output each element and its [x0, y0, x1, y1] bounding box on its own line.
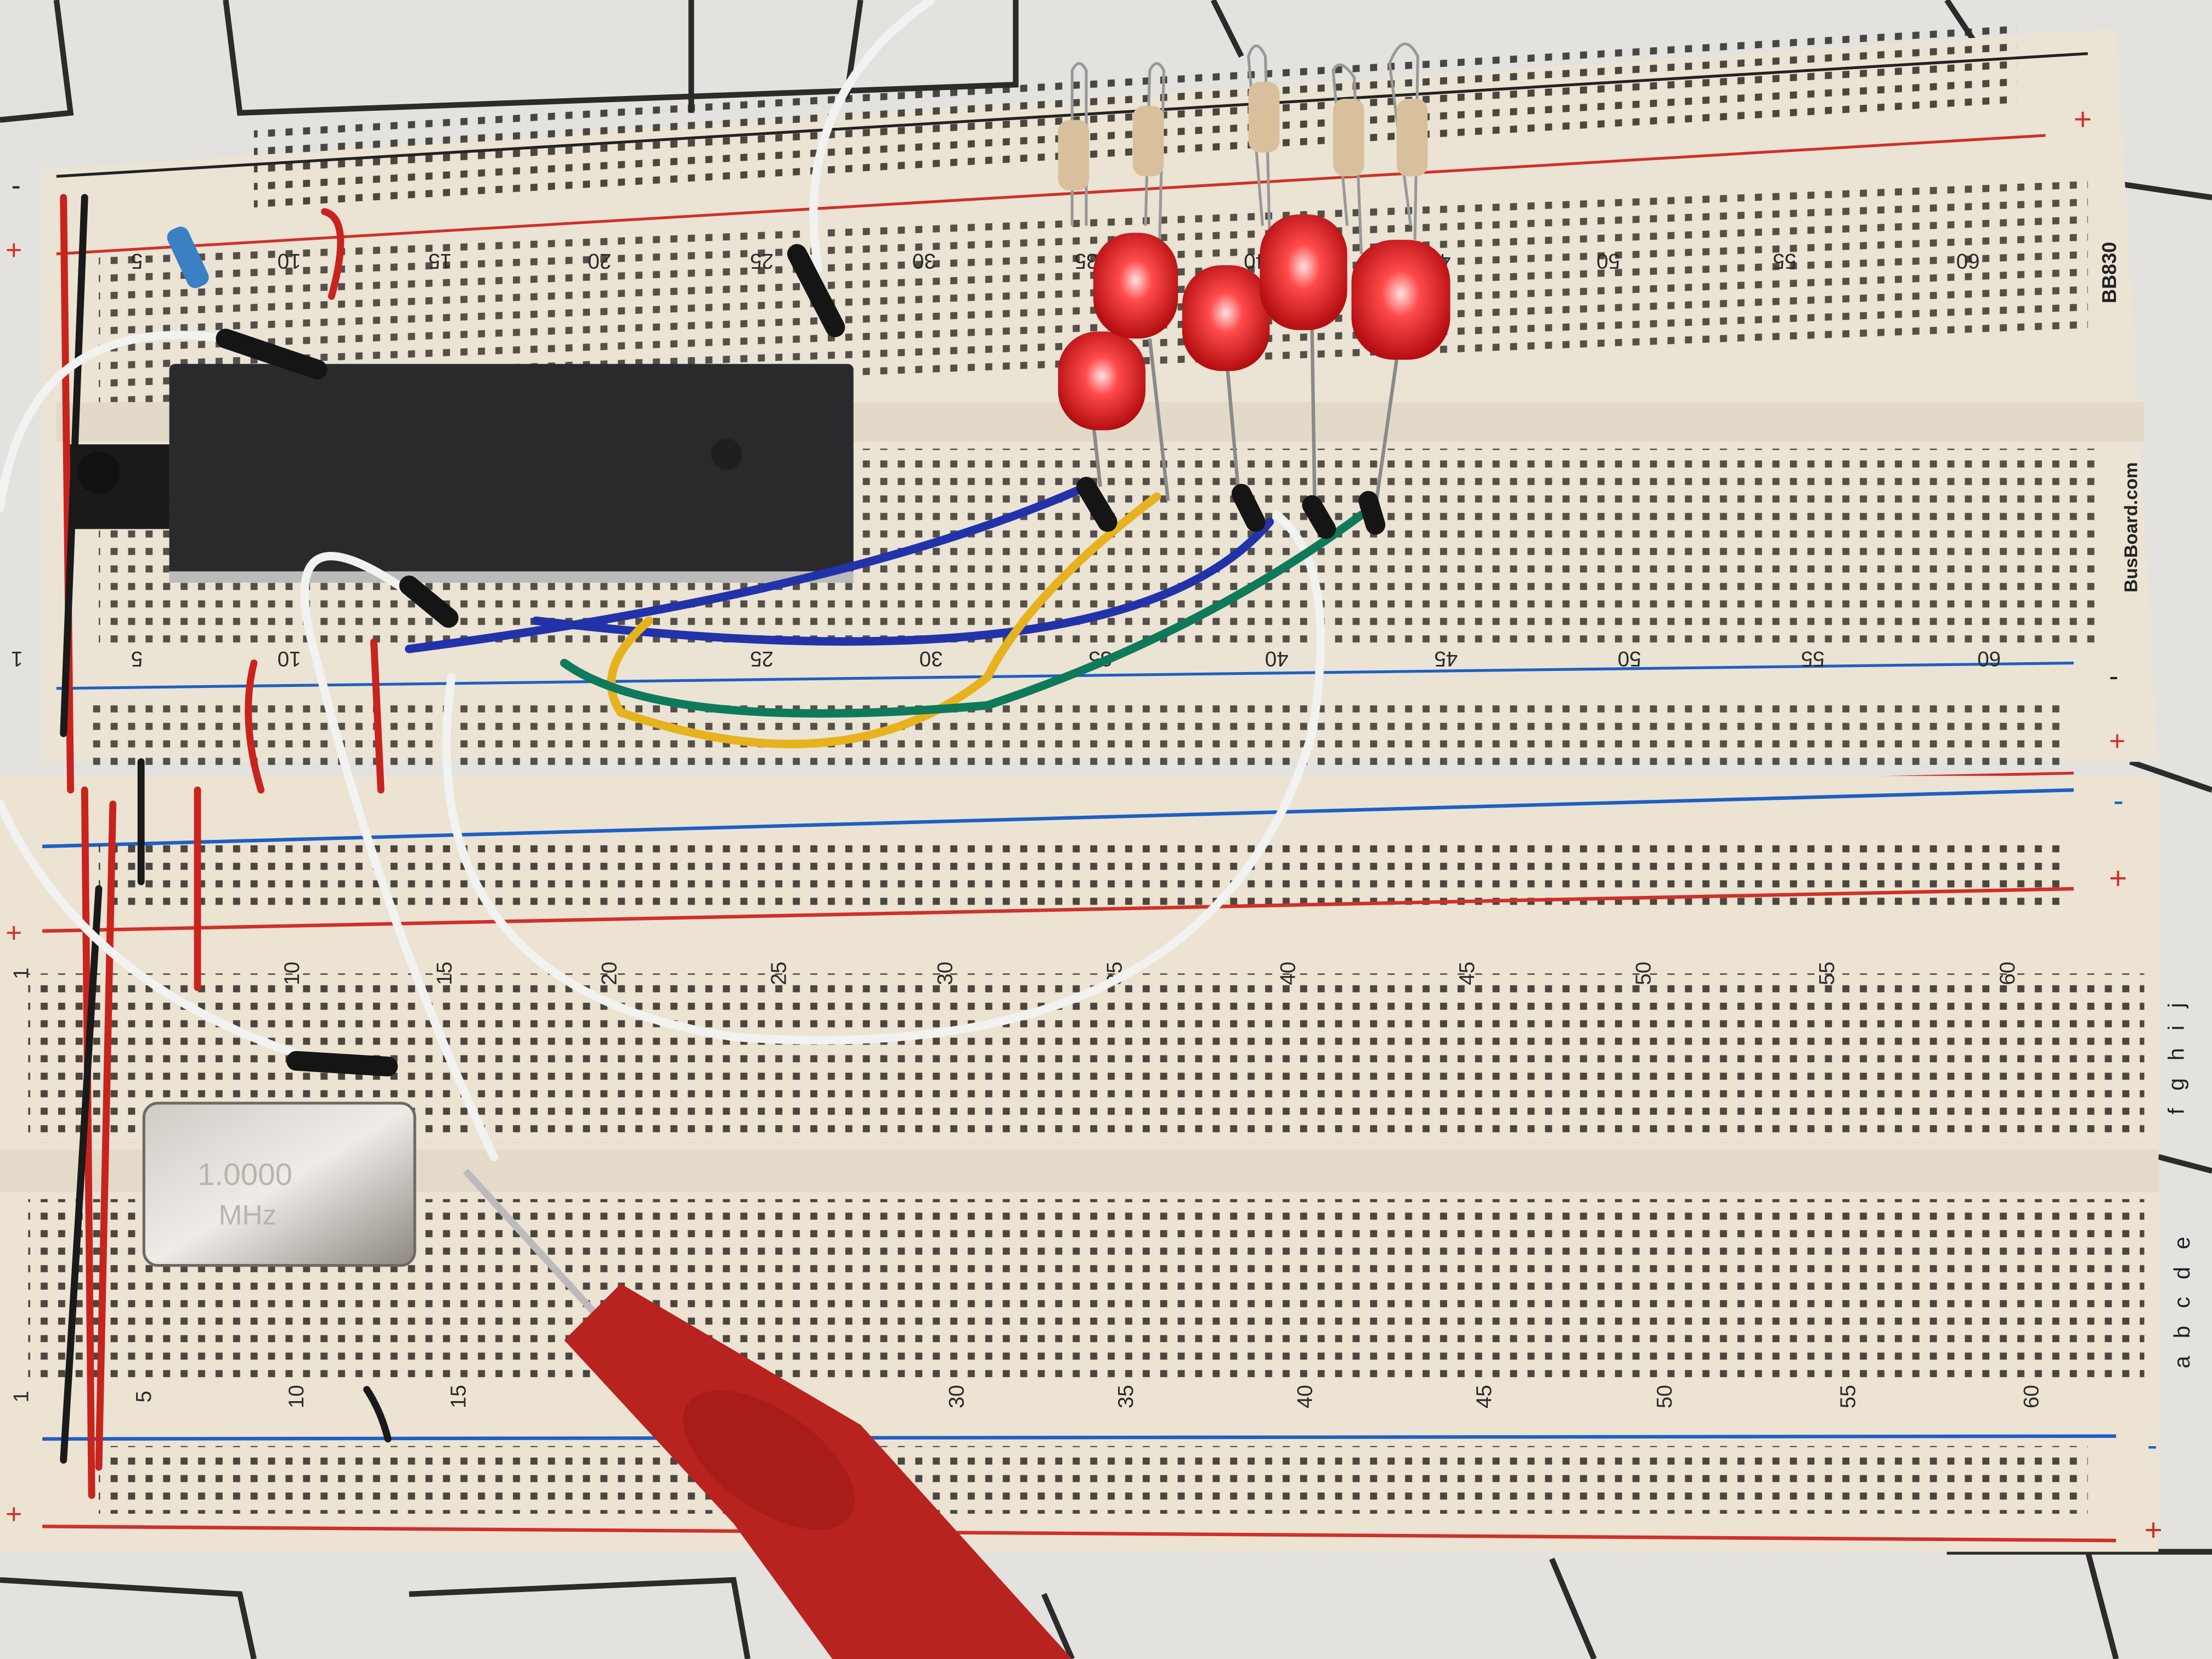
- column-number: 5: [131, 249, 143, 273]
- led-array: [1058, 214, 1451, 431]
- column-number: 25: [750, 647, 774, 670]
- board-brand-label: BusBoard.com: [2121, 462, 2142, 592]
- column-number: 30: [919, 647, 943, 670]
- rail-plus-label: +: [5, 1498, 22, 1530]
- white-jumper-wire[interactable]: [442, 510, 1325, 1045]
- white-jumper-wire[interactable]: [809, 0, 935, 273]
- column-number: 40: [1277, 962, 1300, 985]
- column-number: 15: [433, 962, 456, 985]
- column-number: 10: [278, 647, 301, 670]
- column-number: 45: [1455, 962, 1479, 985]
- column-number: 25: [767, 962, 791, 985]
- column-number: 55: [1815, 962, 1839, 985]
- rail-minus-label: -: [12, 169, 21, 201]
- red-led-lit: [1182, 265, 1270, 371]
- column-number: 30: [934, 962, 957, 985]
- red-led-lit: [1260, 214, 1347, 330]
- column-number: 15: [428, 249, 452, 273]
- row-letters-fghij: f g h i j: [2164, 997, 2189, 1115]
- column-number: 20: [598, 962, 622, 985]
- column-number: 60: [1977, 647, 2001, 670]
- column-number: 10: [285, 1385, 308, 1408]
- dip40-microcontroller-chip: [169, 364, 854, 583]
- red-led-lit: [1351, 240, 1451, 360]
- column-number: 60: [2020, 1385, 2044, 1408]
- column-number: 25: [750, 249, 774, 273]
- column-number: 55: [1836, 1385, 1860, 1408]
- column-number: 1: [11, 647, 22, 670]
- rail-plus-label: +: [5, 917, 22, 949]
- resistor: [1248, 82, 1280, 153]
- column-number: 50: [1632, 962, 1656, 985]
- column-number: 50: [1653, 1385, 1677, 1408]
- column-number: 10: [278, 249, 301, 273]
- crystal-oscillator: 1.0000 MHz: [142, 1102, 416, 1267]
- column-number: 50: [1596, 249, 1620, 273]
- red-led-lit: [1058, 331, 1146, 431]
- column-number: 35: [1114, 1385, 1138, 1408]
- jumper-wires: [0, 0, 1386, 1499]
- column-number: 40: [1265, 647, 1289, 670]
- wire-connector-pin: [216, 244, 1386, 1077]
- oscillator-frequency: 1.0000: [198, 1157, 292, 1192]
- green-jumper-wire[interactable]: [560, 510, 1366, 718]
- red-jumper-wire[interactable]: [60, 194, 385, 1499]
- bottom-power-rail-upper: - + +: [5, 783, 2127, 949]
- column-number: 5: [132, 1391, 156, 1402]
- column-number: 15: [447, 1385, 471, 1408]
- rail-plus-label: +: [2145, 1513, 2163, 1547]
- rail-plus-label: +: [2109, 861, 2127, 895]
- column-number: 55: [1773, 249, 1796, 273]
- resistor: [1132, 105, 1164, 177]
- resistor: [1333, 99, 1364, 177]
- column-number: 60: [1956, 249, 1980, 273]
- rail-plus-label: +: [5, 234, 22, 266]
- column-number: 10: [280, 962, 304, 985]
- column-number: 1: [9, 1391, 33, 1402]
- rail-plus-label: +: [2109, 725, 2125, 757]
- red-led-lit: [1093, 233, 1178, 339]
- rail-plus-label: +: [2074, 102, 2092, 137]
- resistors: [167, 42, 1428, 289]
- column-number: 55: [1801, 647, 1825, 670]
- column-number: 45: [1434, 647, 1458, 670]
- pushbutton[interactable]: [67, 444, 170, 529]
- column-number: 30: [945, 1385, 968, 1408]
- rail-minus-label: -: [2147, 1428, 2158, 1463]
- white-jumper-wire[interactable]: [0, 800, 315, 1063]
- column-number: 60: [1996, 962, 2019, 985]
- column-number: 50: [1618, 647, 1641, 670]
- board-model-label: BB830: [2098, 242, 2120, 303]
- resistor: [167, 227, 209, 289]
- column-number: 1: [9, 968, 33, 979]
- column-number: 5: [131, 647, 143, 670]
- white-jumper-wire[interactable]: [300, 552, 498, 1161]
- column-number: 20: [588, 249, 611, 273]
- resistor: [1396, 99, 1428, 177]
- led-legs: [1091, 324, 1398, 509]
- resistor: [1058, 120, 1090, 191]
- black-jumper-wire[interactable]: [60, 194, 392, 1464]
- multimeter-probe[interactable]: [462, 1168, 1073, 1659]
- column-number: 40: [1293, 1385, 1317, 1408]
- rail-minus-label: -: [2113, 783, 2124, 818]
- white-jumper-wire[interactable]: [0, 331, 230, 512]
- oscillator-unit: MHz: [219, 1199, 277, 1231]
- column-number: 30: [912, 249, 936, 273]
- rail-minus-label: -: [2109, 660, 2118, 692]
- column-number: 45: [1472, 1385, 1496, 1408]
- row-letters-abcde: a b c d e: [2169, 1231, 2194, 1368]
